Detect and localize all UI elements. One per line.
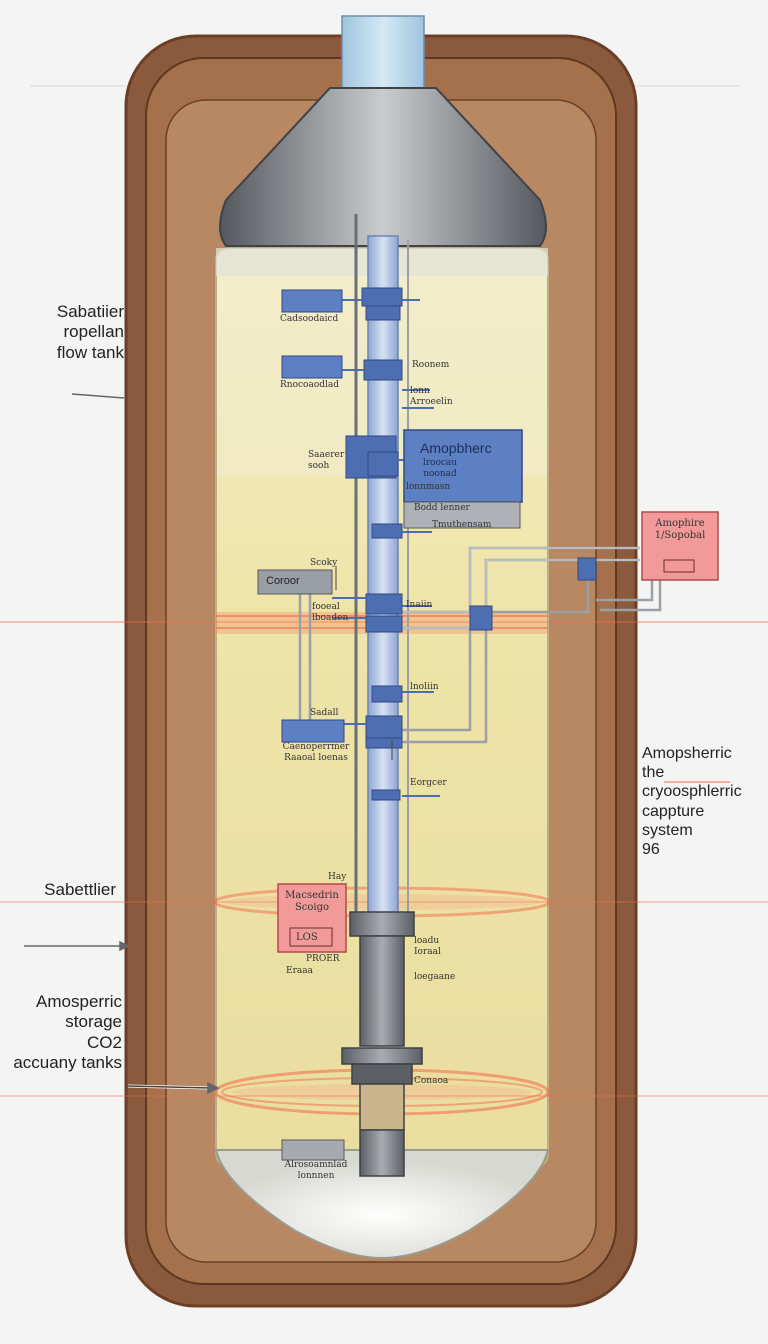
lower-left-module-box xyxy=(281,719,345,743)
module-top-left-2-box xyxy=(281,355,343,379)
atmospheric-box-footer: Tmuthensam xyxy=(432,520,492,530)
label-right-mid: Amopsherric the cryoosphlerric cappture … xyxy=(642,745,742,858)
bottom-module-label: Alrosoamnlad lonnnen xyxy=(284,1160,348,1181)
atmospheric-box-base xyxy=(403,501,521,529)
annotation-s11: loadu Ioraal xyxy=(414,936,441,957)
tube-couplings xyxy=(345,287,597,801)
annotation-s7: lnoliin xyxy=(410,682,439,692)
annotation-s12: PROER xyxy=(306,954,340,964)
annotation-s5: fooeal lboaden xyxy=(312,602,349,623)
marker-box xyxy=(277,883,347,953)
right-alert-box-inner xyxy=(663,559,695,573)
central-tube xyxy=(367,235,399,917)
top-cap xyxy=(341,15,425,91)
left-controller-box xyxy=(257,569,333,595)
right-alert-title: Amophire 1/Sopobal xyxy=(654,518,706,541)
annotation-s13: Eraaa xyxy=(286,966,313,976)
annotation-s15: Conaoa xyxy=(414,1076,449,1086)
left-controller-top-label: Scoky xyxy=(310,558,338,568)
lower-left-module-label: Caenoperrmer Raaoal loenas xyxy=(282,742,350,763)
left-controller-label: Coroor xyxy=(266,575,300,587)
annotation-s6: Inaiin xyxy=(406,600,433,610)
module-top-left-1-box xyxy=(281,289,343,313)
bottom-module-box xyxy=(281,1139,345,1161)
atmospheric-box-sub: lroocau noonad xyxy=(422,458,458,479)
atmospheric-box-title: Amopbherc xyxy=(420,440,492,456)
annotation-s2: lonn Arroeelin xyxy=(410,386,453,407)
marker-box-title: Macsedrin Scoigo xyxy=(285,890,339,913)
right-alert-box xyxy=(641,511,719,581)
atmospheric-box xyxy=(403,429,523,503)
lower-core xyxy=(341,911,423,1177)
bottom-bowl xyxy=(214,1149,550,1260)
marker-box-inner xyxy=(289,927,333,947)
pointer-arrows xyxy=(24,393,730,1095)
label-left-mid: Sabettlier xyxy=(44,880,116,899)
label-left-top: Sabatiier ropellan flow tank xyxy=(56,302,124,362)
label-left-bottom: Amosperric storage CO2 accuany tanks xyxy=(13,992,122,1073)
annotation-s9: Eorgcer xyxy=(410,778,447,788)
annotation-s10: Hay xyxy=(328,872,347,882)
top-dome xyxy=(219,87,547,247)
annotation-s8: Sadall xyxy=(310,708,339,718)
atmospheric-box-bottom: Bodd lenner xyxy=(414,503,470,513)
module-top-left-1-label: Cadsoodaicd xyxy=(280,314,339,324)
annotation-s1: Roonem xyxy=(412,360,450,370)
annotation-s14: loegaane xyxy=(414,972,456,982)
annotation-s3: Saaerer sooh xyxy=(308,450,345,471)
module-top-left-2-label: Rnocoaodlad xyxy=(280,380,340,390)
connector-stubs xyxy=(332,299,440,797)
marker-box-code: LOS xyxy=(296,932,318,943)
annotation-s4: lonnmasn xyxy=(406,482,451,492)
pipe-outline xyxy=(400,547,640,629)
